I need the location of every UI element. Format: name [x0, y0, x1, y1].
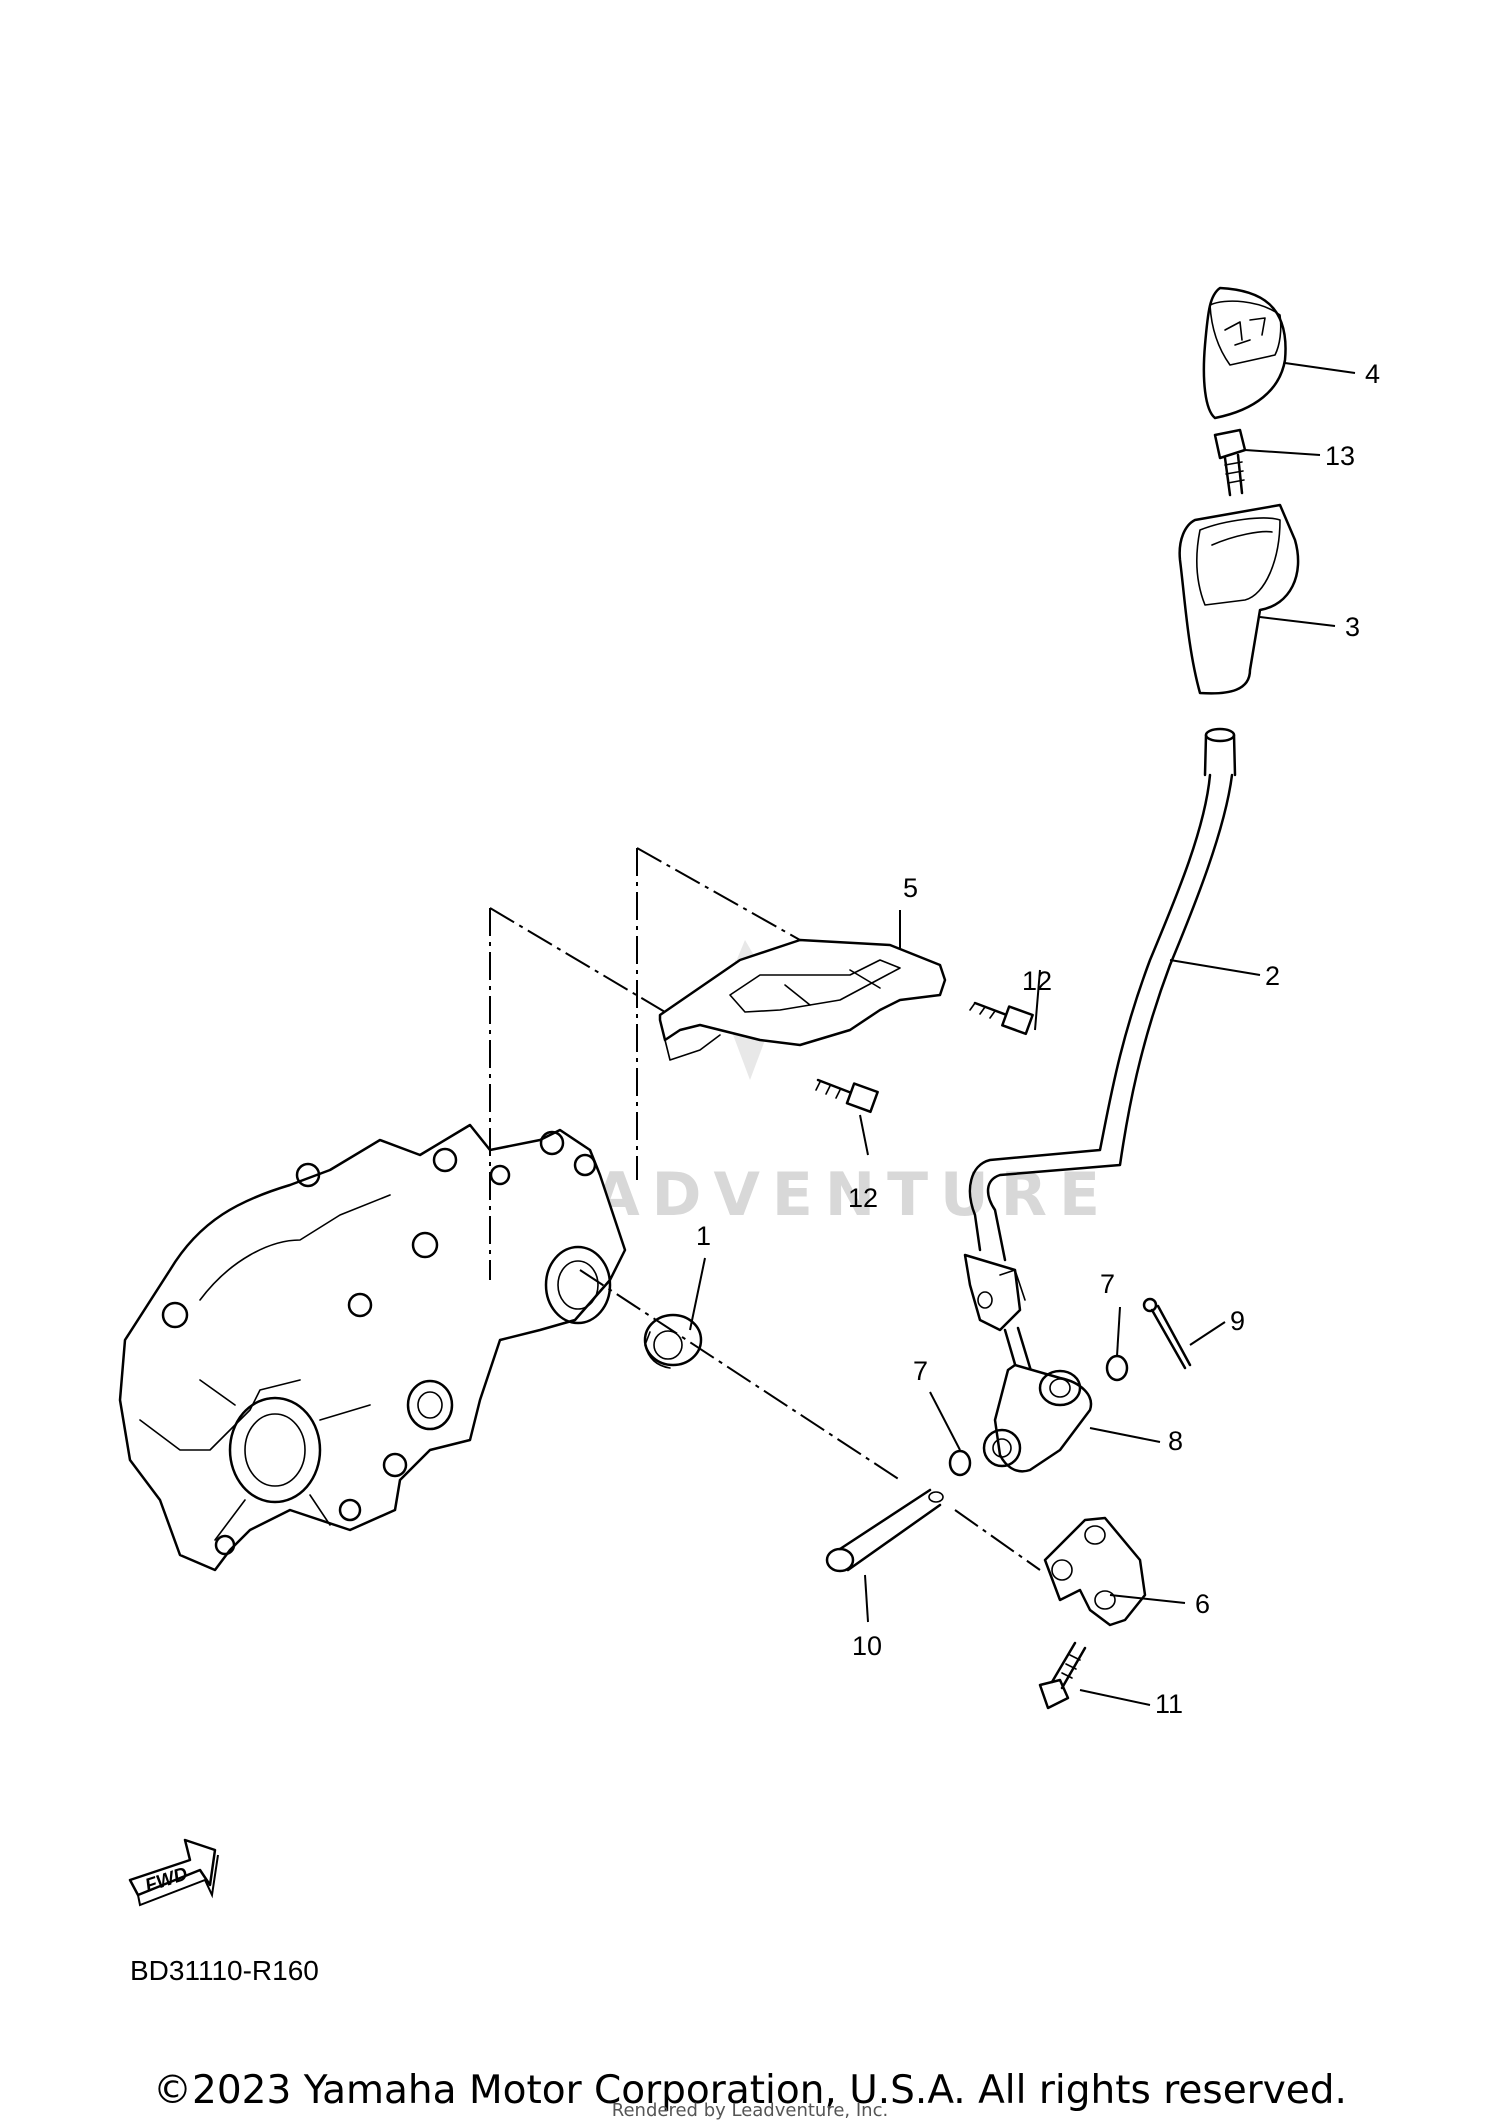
bolt-part-12-upper[interactable]: [969, 1001, 1034, 1036]
callout-3: 3: [1345, 612, 1360, 642]
callout-9: 9: [1230, 1306, 1245, 1336]
callout-labels: 4 13 3 2 5 12 12 1 7 9 8 7 6 10 11: [696, 359, 1380, 1719]
callout-8: 8: [1168, 1426, 1183, 1456]
callout-1: 1: [696, 1221, 711, 1251]
rendered-by-credit: Rendered by Leadventure, Inc.: [611, 2100, 889, 2121]
callout-5: 5: [903, 873, 918, 903]
oil-seal-part-1[interactable]: [643, 1313, 703, 1369]
callout-2: 2: [1265, 961, 1280, 991]
callout-6: 6: [1195, 1589, 1210, 1619]
callout-4: 4: [1365, 359, 1380, 389]
callout-7-left: 7: [913, 1356, 928, 1386]
bolt-part-11[interactable]: [1038, 1641, 1087, 1710]
copyright-notice: ©2023 Yamaha Motor Corporation, U.S.A. A…: [153, 2068, 1347, 2113]
washer-part-7-left[interactable]: [948, 1449, 972, 1477]
link-joint-part-8[interactable]: [982, 1363, 1093, 1473]
shift-guide-plate-part-5[interactable]: [658, 938, 947, 1061]
fwd-label: FWD: [143, 1864, 191, 1897]
knob-bolt-part-13[interactable]: [1213, 428, 1247, 497]
callout-11: 11: [1155, 1689, 1183, 1719]
fwd-arrow-icon: FWD: [128, 1838, 219, 1907]
callout-10: 10: [852, 1631, 882, 1661]
shift-knob-part-3[interactable]: [1178, 503, 1300, 695]
shift-arm-part-6[interactable]: [1043, 1516, 1147, 1627]
crankcase-cover[interactable]: [118, 1123, 627, 1572]
assembly-lines: [489, 847, 1041, 1571]
callout-7-right: 7: [1100, 1269, 1115, 1299]
bolt-part-12-lower[interactable]: [815, 1078, 879, 1114]
callout-12-lower: 12: [848, 1183, 878, 1213]
washer-part-7-right[interactable]: [1105, 1354, 1129, 1382]
leader-lines: [689, 362, 1356, 1706]
diagram-code: BD31110-R160: [130, 1955, 319, 1986]
callout-13: 13: [1325, 441, 1355, 471]
knob-cap-part-4[interactable]: [1202, 286, 1287, 420]
cotter-pin-part-9[interactable]: [1142, 1297, 1192, 1370]
callout-12-upper: 12: [1022, 966, 1052, 996]
pivot-pin-part-10[interactable]: [825, 1488, 944, 1573]
